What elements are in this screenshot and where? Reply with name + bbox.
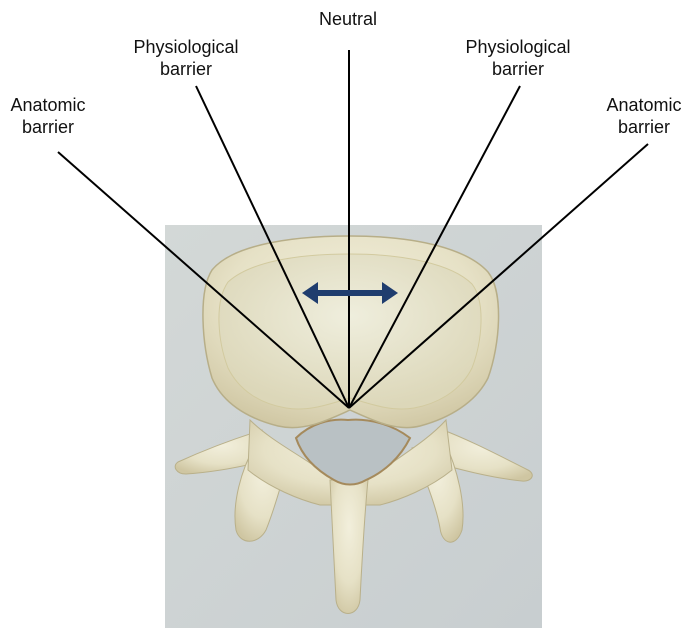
label-neutral: Neutral: [288, 8, 408, 30]
label-anatomic-left-line2: barrier: [0, 116, 96, 138]
label-anatomic-right-line1: Anatomic: [594, 94, 694, 116]
label-anatomic-right-line2: barrier: [594, 116, 694, 138]
label-anatomic-barrier-left: Anatomic barrier: [0, 94, 96, 138]
label-physiological-left-line1: Physiological: [106, 36, 266, 58]
label-anatomic-barrier-right: Anatomic barrier: [594, 94, 694, 138]
label-physiological-left-line2: barrier: [106, 58, 266, 80]
label-neutral-text: Neutral: [288, 8, 408, 30]
label-physiological-barrier-left: Physiological barrier: [106, 36, 266, 80]
label-anatomic-left-line1: Anatomic: [0, 94, 96, 116]
label-physiological-right-line1: Physiological: [438, 36, 598, 58]
label-physiological-right-line2: barrier: [438, 58, 598, 80]
label-physiological-barrier-right: Physiological barrier: [438, 36, 598, 80]
